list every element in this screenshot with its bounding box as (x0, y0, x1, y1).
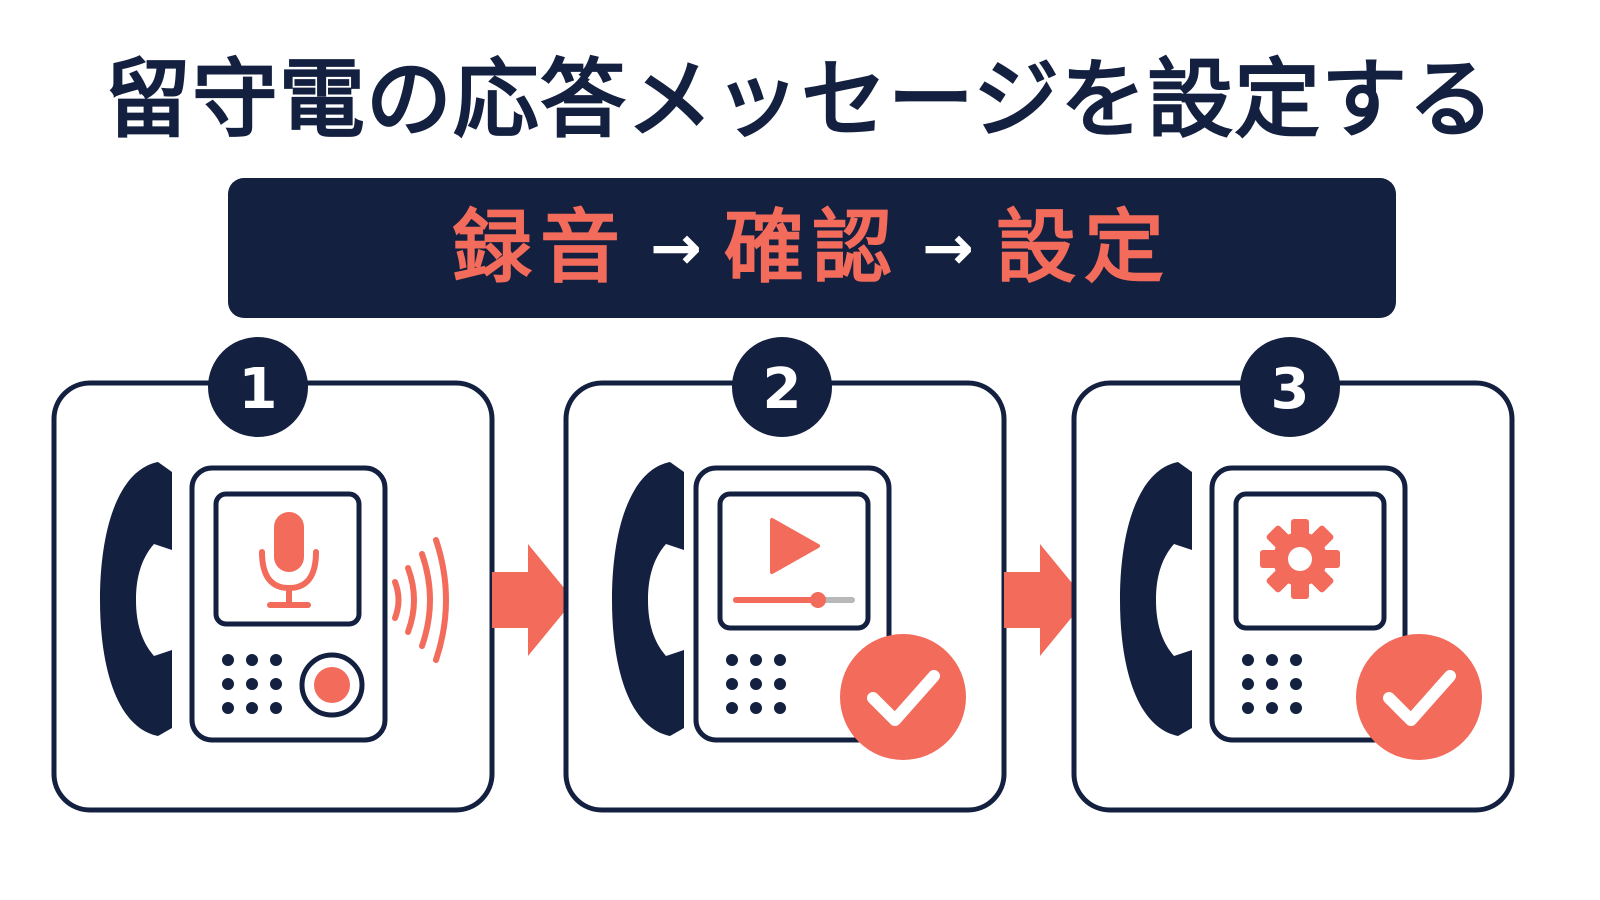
gear-icon (1260, 519, 1340, 599)
step-number-2: 2 (763, 357, 802, 422)
record-button-icon (299, 652, 365, 718)
flow-arrow-2 (1004, 544, 1086, 656)
check-icon (1383, 670, 1456, 726)
step-number-3: 3 (1271, 357, 1310, 422)
step-panel-2: 2 (563, 337, 1007, 813)
phone-handset-icon (612, 462, 684, 736)
check-icon (867, 670, 940, 726)
step-panel-3: 3 (1071, 337, 1515, 813)
step-panel-1: 1 (51, 337, 495, 813)
play-icon (770, 518, 820, 574)
step-number-1: 1 (239, 357, 278, 422)
banner-step-record: 録音 (452, 201, 629, 294)
check-badge-icon (1356, 634, 1482, 760)
page-title: 留守電の応答メッセージを設定する (104, 50, 1496, 150)
banner-step-confirm: 確認 (724, 201, 900, 294)
check-badge-icon (840, 634, 966, 760)
phone-handset-icon (100, 462, 172, 736)
banner-arrow-1: → (650, 211, 702, 284)
step-number-badge-2: 2 (732, 337, 832, 437)
keypad-dots (1242, 654, 1302, 714)
banner-arrow-2: → (922, 211, 974, 284)
microphone-icon (259, 512, 319, 608)
sound-waves-icon (392, 537, 449, 663)
step-number-badge-3: 3 (1240, 337, 1340, 437)
flow-arrow-1 (492, 544, 574, 656)
steps-banner: 録音 → 確認 → 設定 (228, 178, 1396, 318)
keypad-dots (222, 654, 282, 714)
keypad-dots (726, 654, 786, 714)
banner-step-set: 設定 (995, 201, 1172, 294)
step-number-badge-1: 1 (208, 337, 308, 437)
phone-handset-icon (1120, 462, 1192, 736)
playback-progress-bar (733, 592, 855, 608)
